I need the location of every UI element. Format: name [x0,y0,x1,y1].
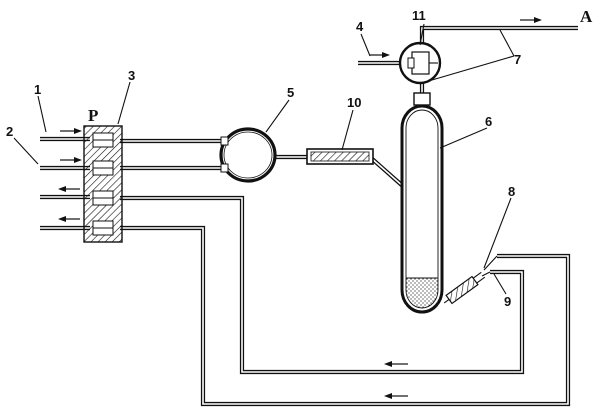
return-line-outer [120,225,571,407]
label-8: 8 [508,184,515,199]
reaction-vessel [400,92,444,314]
label-9: 9 [504,294,511,309]
label-2: 2 [6,124,13,139]
label-11: 11 [412,8,426,23]
label-A: A [580,7,593,26]
pump-circle [219,127,277,183]
labels: 1 2 3 P 5 10 6 4 11 A 7 8 9 [6,7,593,309]
label-4: 4 [356,19,364,34]
flow-arrows [58,17,542,399]
manifold-block [83,125,123,243]
label-10: 10 [347,95,361,110]
filter-tube [306,148,374,165]
label-P: P [88,106,98,125]
label-3: 3 [128,68,135,83]
label-5: 5 [287,85,294,100]
leader-lines [13,23,515,295]
label-6: 6 [485,114,492,129]
inlet-nozzle [443,255,498,305]
mixer-chamber [398,41,442,85]
label-7: 7 [514,52,521,67]
label-1: 1 [34,82,41,97]
pipe-network [40,25,578,407]
